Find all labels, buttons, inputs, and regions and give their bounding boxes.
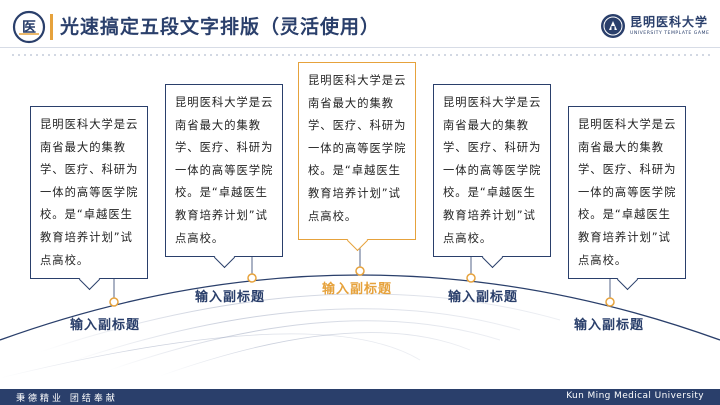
- timeline-node-5: [605, 270, 615, 307]
- page-title: 光速搞定五段文字排版（灵活使用）: [60, 16, 381, 38]
- university-name: 昆明医科大学: [630, 15, 709, 29]
- step-box-1: 昆明医科大学是云南省最大的集教学、医疗、科研为一体的高等医学院校。是“卓越医生教…: [30, 106, 148, 291]
- university-logo-icon: 医: [12, 10, 46, 44]
- step-box-5: 昆明医科大学是云南省最大的集教学、医疗、科研为一体的高等医学院校。是“卓越医生教…: [568, 106, 686, 291]
- header-accent-bar: [50, 14, 53, 40]
- step-box-2: 昆明医科大学是云南省最大的集教学、医疗、科研为一体的高等医学院校。是“卓越医生教…: [165, 84, 283, 269]
- university-subtitle: UNIVERSITY TEMPLATE GAME: [630, 31, 710, 36]
- step-text: 昆明医科大学是云南省最大的集教学、医疗、科研为一体的高等医学院校。是“卓越医生教…: [578, 118, 677, 267]
- step-subtitle-5[interactable]: 输入副标题: [574, 318, 645, 333]
- header-dotted-line: [10, 53, 710, 57]
- step-box-3: 昆明医科大学是云南省最大的集教学、医疗、科研为一体的高等医学院校。是“卓越医生教…: [298, 62, 416, 252]
- step-subtitle-4[interactable]: 输入副标题: [448, 290, 519, 305]
- university-brand: 昆明医科大学 UNIVERSITY TEMPLATE GAME: [600, 11, 710, 43]
- university-emblem-icon: [601, 14, 625, 38]
- step-subtitle-2[interactable]: 输入副标题: [195, 290, 266, 305]
- step-box-4: 昆明医科大学是云南省最大的集教学、医疗、科研为一体的高等医学院校。是“卓越医生教…: [433, 84, 551, 269]
- timeline-node-1: [109, 270, 119, 307]
- footer-motto: 秉德精业 团结奉献: [16, 394, 118, 404]
- header: 医 光速搞定五段文字排版（灵活使用） 昆明医科大学 UNIVERSITY TEM…: [0, 0, 720, 50]
- step-text: 昆明医科大学是云南省最大的集教学、医疗、科研为一体的高等医学院校。是“卓越医生教…: [308, 74, 407, 223]
- footer-bar: 秉德精业 团结奉献 Kun Ming Medical University: [0, 389, 720, 405]
- step-text: 昆明医科大学是云南省最大的集教学、医疗、科研为一体的高等医学院校。是“卓越医生教…: [443, 96, 542, 245]
- step-text: 昆明医科大学是云南省最大的集教学、医疗、科研为一体的高等医学院校。是“卓越医生教…: [175, 96, 274, 245]
- step-subtitle-1[interactable]: 输入副标题: [70, 318, 141, 333]
- logo-left-char: 医: [22, 20, 36, 36]
- step-text: 昆明医科大学是云南省最大的集教学、医疗、科研为一体的高等医学院校。是“卓越医生教…: [40, 118, 139, 267]
- footer-university-name: Kun Ming Medical University: [566, 391, 704, 401]
- step-subtitle-3[interactable]: 输入副标题: [322, 282, 393, 297]
- header-divider: [0, 47, 720, 48]
